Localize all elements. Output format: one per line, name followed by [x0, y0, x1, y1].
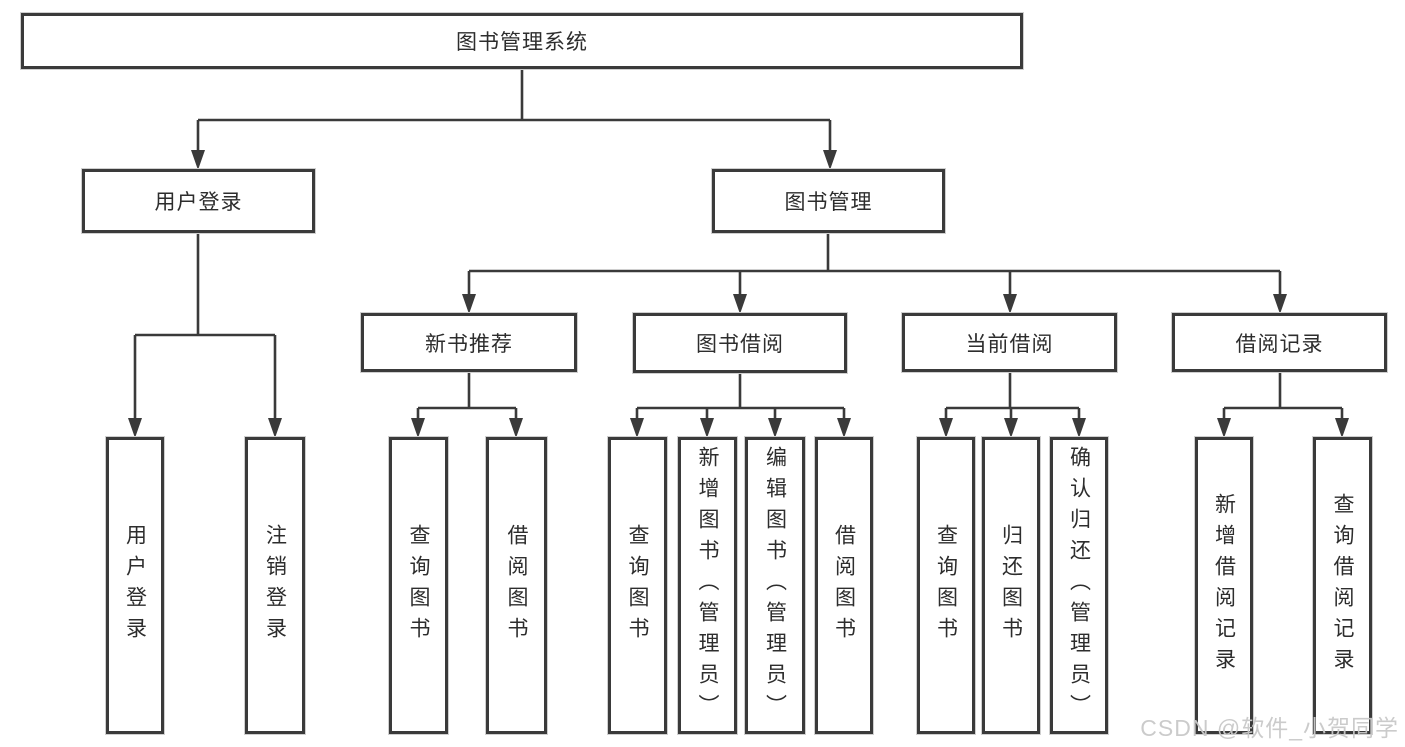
node-label: 查询借阅记录 [1331, 492, 1354, 679]
leaf-current-confirm-return-admin: 确认归还（管理员） [1050, 437, 1108, 734]
node-label: 新增图书（管理员） [696, 446, 719, 725]
node-label: 用户登录 [123, 523, 147, 648]
leaf-newbooks-query-books: 查询图书 [389, 437, 448, 734]
connector-currentborrow-to-leaves [939, 372, 1086, 438]
node-label: 用户登录 [154, 191, 243, 214]
csdn-watermark: CSDN @软件_小贺同学 [1140, 715, 1399, 741]
leaf-current-return-books: 归还图书 [982, 437, 1040, 734]
leaf-records-add-record: 新增借阅记录 [1195, 437, 1253, 734]
node-label: 新书推荐 [425, 332, 513, 356]
node-label: 查询图书 [407, 523, 430, 648]
node-label: 新增借阅记录 [1212, 492, 1236, 679]
node-label: 当前借阅 [965, 332, 1054, 356]
leaf-user-login: 用户登录 [106, 437, 164, 734]
node-label: 编辑图书（管理员） [763, 446, 787, 725]
node-root-system: 图书管理系统 [21, 13, 1023, 69]
node-user-login: 用户登录 [82, 169, 315, 233]
node-label: 图书管理 [784, 191, 873, 214]
leaf-borrow-borrow-books: 借阅图书 [815, 437, 873, 734]
node-label: 确认归还（管理员） [1067, 446, 1091, 725]
node-label: 图书管理系统 [456, 31, 588, 54]
node-label: 查询图书 [626, 523, 649, 648]
connector-newbooks-to-leaves [411, 372, 523, 438]
leaf-borrow-query-books: 查询图书 [608, 437, 667, 734]
node-label: 图书借阅 [696, 333, 784, 356]
leaf-logout-login: 注销登录 [245, 437, 305, 734]
leaf-current-query-books: 查询图书 [917, 437, 975, 734]
node-label: 借阅图书 [505, 523, 528, 648]
connector-records-to-leaves [1217, 372, 1349, 438]
node-label: 注销登录 [263, 523, 287, 648]
node-label: 查询图书 [934, 523, 958, 648]
connector-root-to-level2 [191, 68, 837, 170]
node-book-borrow: 图书借阅 [633, 313, 847, 373]
connector-userlogin-to-leaves [128, 233, 282, 438]
connector-bookborrow-to-leaves [630, 372, 851, 438]
node-borrow-records: 借阅记录 [1172, 313, 1387, 372]
node-label: 归还图书 [999, 523, 1023, 648]
node-current-borrow: 当前借阅 [902, 313, 1117, 372]
connector-bookmgmt-to-level3 [462, 233, 1287, 314]
leaf-records-query-record: 查询借阅记录 [1313, 437, 1372, 734]
node-label: 借阅记录 [1235, 332, 1324, 356]
leaf-newbooks-borrow-books: 借阅图书 [486, 437, 547, 734]
leaf-borrow-edit-books-admin: 编辑图书（管理员） [745, 437, 805, 734]
node-label: 借阅图书 [832, 523, 856, 648]
node-new-book-recommend: 新书推荐 [361, 313, 577, 372]
node-book-management: 图书管理 [712, 169, 945, 233]
leaf-borrow-add-books-admin: 新增图书（管理员） [678, 437, 737, 734]
